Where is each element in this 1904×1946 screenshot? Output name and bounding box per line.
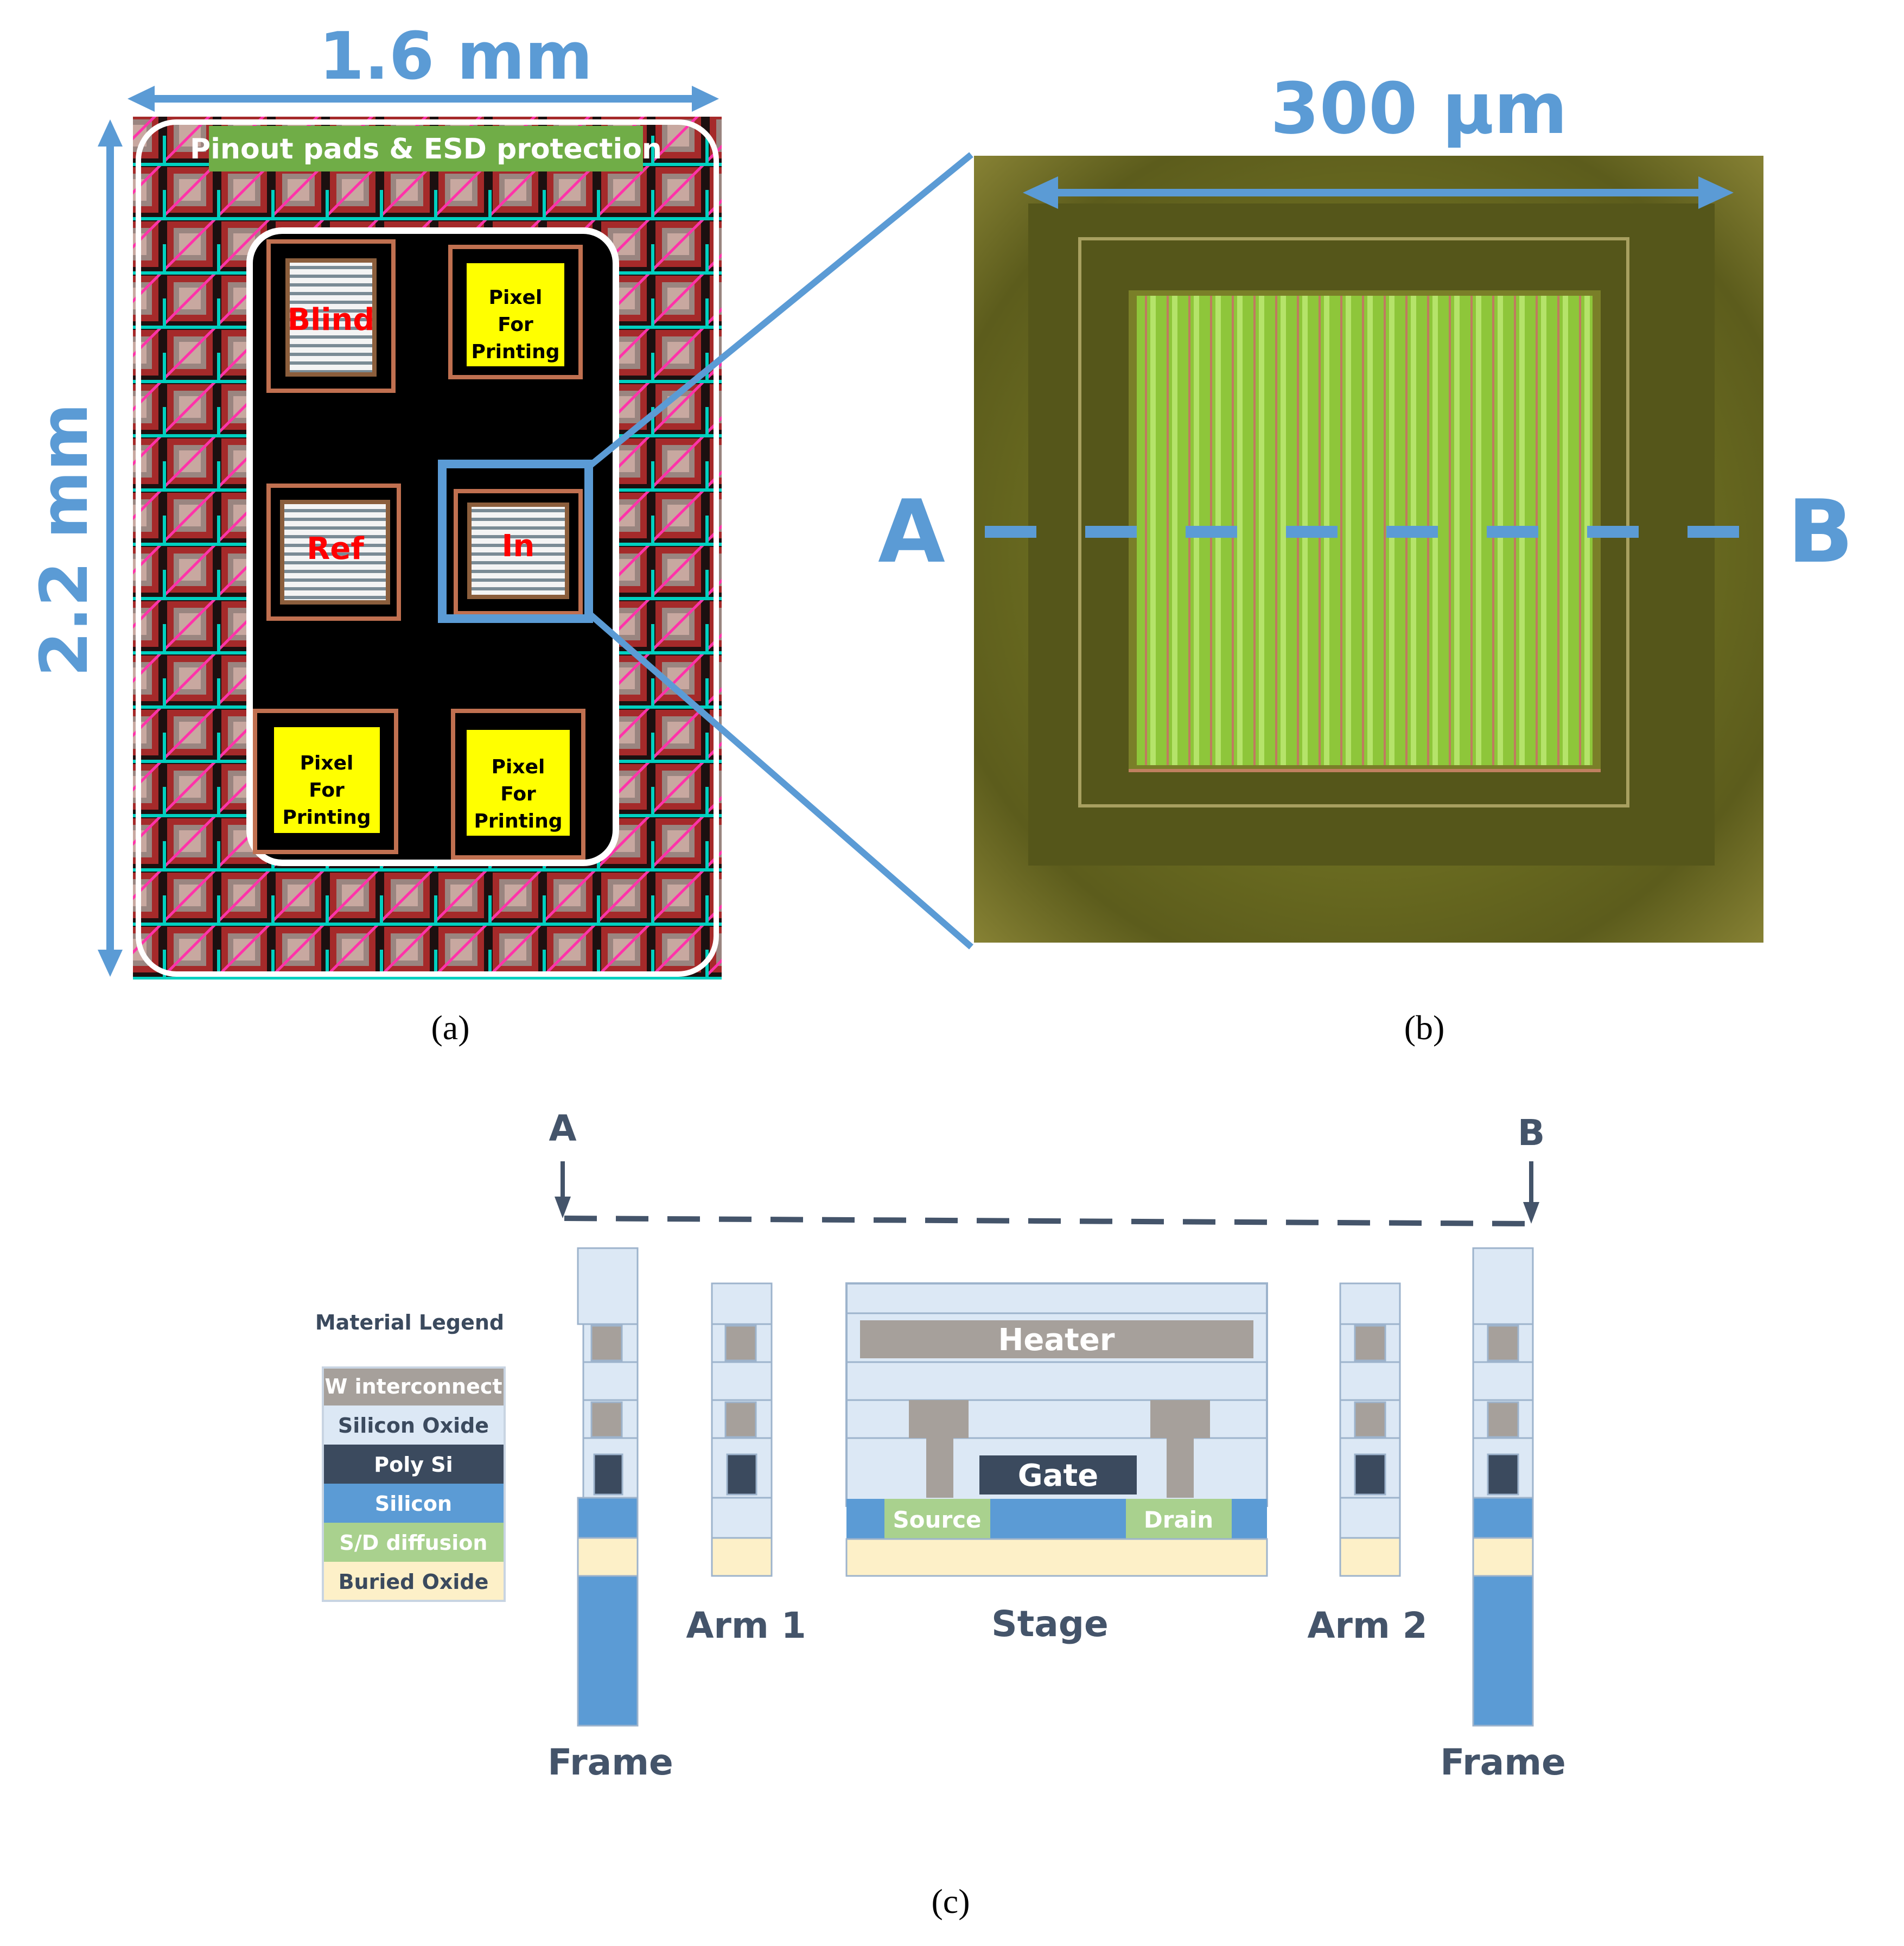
point-a-label-b: A bbox=[878, 481, 945, 582]
legend-swatch-sd-diffusion bbox=[323, 1523, 505, 1562]
pixel-printing-label-line2: For bbox=[498, 314, 533, 336]
pixel-printing-2: Pixel For Printing bbox=[253, 709, 398, 854]
pixel-printing-label-line2: For bbox=[500, 783, 536, 805]
frame-edge bbox=[1078, 237, 1629, 807]
pads-label-box bbox=[209, 126, 643, 171]
arm-1-stack bbox=[711, 1282, 773, 1577]
pixel-printing-label-line2: For bbox=[309, 779, 345, 802]
legend-swatch-silicon bbox=[323, 1484, 505, 1523]
gate-label: Gate bbox=[1018, 1458, 1099, 1493]
panel-b: 300 µm A B (b) bbox=[878, 67, 1854, 1047]
width-label-b: 300 µm bbox=[1270, 67, 1568, 150]
stage-stack: Heater Gate Source Drain bbox=[845, 1282, 1268, 1577]
arrowhead-bottom bbox=[98, 950, 123, 977]
zoom-line-bottom bbox=[587, 610, 973, 950]
height-label-a: 2.2 mm bbox=[27, 403, 103, 677]
point-b-label-b: B bbox=[1787, 481, 1854, 582]
pixel-in: In bbox=[438, 460, 593, 623]
legend-swatch-poly-si bbox=[323, 1445, 505, 1484]
arrowhead-left bbox=[1023, 176, 1058, 209]
legend-label-silicon: Silicon bbox=[375, 1492, 452, 1516]
heater-label: Heater bbox=[998, 1322, 1115, 1358]
arm-1-label: Arm 1 bbox=[686, 1605, 806, 1646]
arrowhead-right bbox=[1698, 176, 1734, 209]
pixel-printing-label-line1: Pixel bbox=[492, 756, 545, 778]
legend-label-silicon-oxide: Silicon Oxide bbox=[338, 1414, 489, 1438]
frame-right-label: Frame bbox=[1440, 1741, 1565, 1783]
pixel-printing-3: Pixel For Printing bbox=[451, 709, 585, 860]
zoom-box bbox=[438, 460, 593, 623]
point-b-label-c: B bbox=[1518, 1112, 1545, 1154]
buried-oxide-layer bbox=[845, 1538, 1268, 1577]
pixel-printing-label-line1: Pixel bbox=[300, 752, 354, 774]
chip-layout: Pinout pads & ESD protection Blind Pixel… bbox=[133, 117, 722, 980]
pads-label: Pinout pads & ESD protection bbox=[190, 133, 662, 166]
arrowhead-down bbox=[555, 1197, 571, 1218]
arrowhead-right bbox=[692, 86, 719, 112]
frame-left-stack bbox=[577, 1247, 639, 1727]
arm-2-label: Arm 2 bbox=[1307, 1605, 1427, 1646]
stage-label: Stage bbox=[991, 1603, 1109, 1645]
panel-a: 1.6 mm 2.2 mm Pinout pads & ESD protecti… bbox=[27, 19, 973, 1047]
frame-right-stack bbox=[1472, 1247, 1534, 1727]
legend-swatch-buried-oxide bbox=[323, 1562, 505, 1601]
zoom-line-top bbox=[587, 152, 973, 469]
drain-contact bbox=[1150, 1400, 1210, 1438]
legend-label-w-interconnect: W interconnect bbox=[324, 1375, 502, 1398]
source-region bbox=[884, 1499, 990, 1539]
pixel-printing-label-line3: Printing bbox=[474, 810, 562, 832]
frame-left-label: Frame bbox=[547, 1741, 673, 1783]
drain-label: Drain bbox=[1144, 1506, 1213, 1533]
pixel-blind: Blind bbox=[266, 239, 396, 393]
point-a-label-c: A bbox=[549, 1108, 576, 1149]
drain-region bbox=[1126, 1499, 1232, 1539]
width-label-a: 1.6 mm bbox=[319, 19, 593, 94]
legend-swatch-w-interconnect bbox=[323, 1368, 505, 1406]
arm-2-stack bbox=[1339, 1282, 1401, 1577]
source-label: Source bbox=[893, 1506, 981, 1533]
pixel-ref: Ref bbox=[266, 484, 401, 621]
pixel-ref-label: Ref bbox=[307, 531, 364, 567]
chip-outline bbox=[136, 119, 719, 977]
pixel-printing-1: Pixel For Printing bbox=[448, 245, 583, 379]
caption-b: (b) bbox=[1404, 1008, 1445, 1047]
heater-layer bbox=[860, 1320, 1253, 1358]
legend-label-sd-diffusion: S/D diffusion bbox=[340, 1531, 488, 1555]
arrowhead-top bbox=[98, 119, 123, 147]
pixel-printing-label-line1: Pixel bbox=[489, 287, 543, 309]
caption-c: (c) bbox=[931, 1882, 970, 1920]
material-legend: W interconnect Silicon Oxide Poly Si Sil… bbox=[322, 1366, 506, 1602]
pixel-in-label: In bbox=[502, 529, 535, 564]
legend-label-poly-si: Poly Si bbox=[374, 1453, 453, 1477]
pixel-printing-label-line3: Printing bbox=[282, 806, 371, 829]
caption-a: (a) bbox=[431, 1008, 469, 1047]
pixel-blind-label: Blind bbox=[287, 302, 374, 338]
source-contact bbox=[909, 1400, 969, 1438]
legend-label-buried-oxide: Buried Oxide bbox=[339, 1570, 489, 1594]
panel-c: A B Material Legend W interconnect Silic… bbox=[315, 1108, 1566, 1920]
arrowhead-down bbox=[1523, 1202, 1539, 1224]
pixel-printing-label-line3: Printing bbox=[471, 341, 559, 363]
legend-swatch-silicon-oxide bbox=[323, 1406, 505, 1445]
legend-title: Material Legend bbox=[315, 1311, 504, 1334]
section-line-c bbox=[564, 1216, 1532, 1226]
gate-layer bbox=[979, 1455, 1137, 1495]
arrowhead-left bbox=[128, 86, 155, 112]
